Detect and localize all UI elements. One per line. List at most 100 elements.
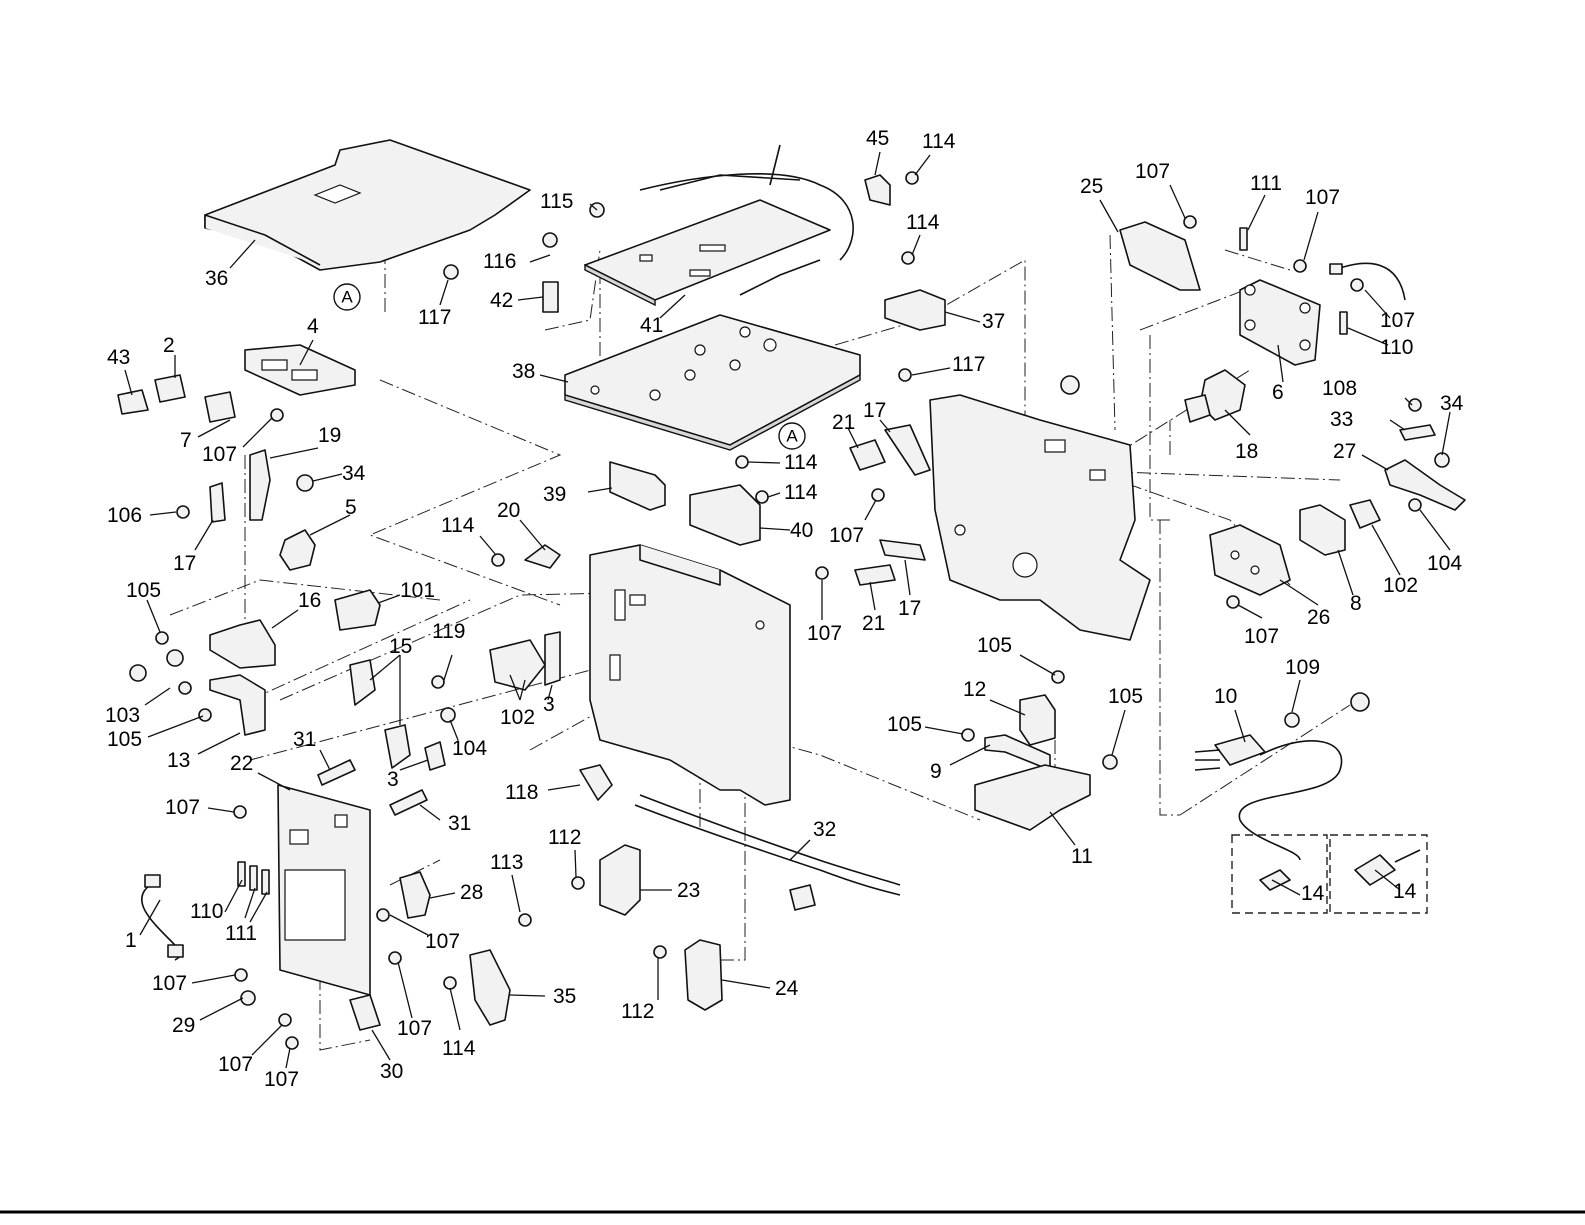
callout-label: 17 xyxy=(173,552,196,575)
side-frame-main xyxy=(929,394,1151,641)
callout-label: 117 xyxy=(952,353,985,376)
callout-label: 45 xyxy=(866,127,889,150)
callout-label: 19 xyxy=(318,424,341,447)
callout-label: 43 xyxy=(107,346,130,369)
switch-101 xyxy=(334,589,381,631)
callout-label: 28 xyxy=(460,881,483,904)
reference-mark-label: A xyxy=(341,288,353,307)
callout-label: 5 xyxy=(345,496,357,519)
sensor-plate-17-lower xyxy=(879,539,926,561)
callout-label: 114 xyxy=(441,514,475,537)
callout-label: 4 xyxy=(307,315,319,338)
callout-label: 104 xyxy=(452,737,487,760)
callout-label: 107 xyxy=(1380,309,1415,332)
callout-label: 17 xyxy=(863,399,886,422)
lever-20 xyxy=(524,544,561,569)
callout-label: 107 xyxy=(829,524,864,547)
callout-label: 30 xyxy=(380,1060,403,1083)
spacer-31-lower xyxy=(389,789,428,816)
callout-label: 105 xyxy=(977,634,1012,657)
callout-label: 13 xyxy=(167,749,190,772)
callout-label: 105 xyxy=(1108,685,1143,708)
callout-label: 108 xyxy=(1322,377,1357,400)
switch-2 xyxy=(154,374,186,403)
callout-label: 9 xyxy=(930,760,942,783)
callout-label: 112 xyxy=(548,826,581,849)
callout-label: 31 xyxy=(293,728,316,751)
plug-variant-boxes xyxy=(1231,834,1428,914)
callout-label: 112 xyxy=(621,1000,654,1023)
callout-label: 17 xyxy=(898,597,921,620)
link-3-lower xyxy=(424,741,446,771)
cover-43 xyxy=(117,389,149,415)
callout-label: 18 xyxy=(1235,440,1258,463)
callout-label: 21 xyxy=(832,411,855,434)
bracket-30 xyxy=(349,994,381,1031)
callout-label: 2 xyxy=(163,334,175,357)
callout-label: 24 xyxy=(775,977,799,1000)
callout-label: 102 xyxy=(1383,574,1418,597)
callout-label: 8 xyxy=(1350,592,1362,615)
callout-label: 111 xyxy=(225,922,257,945)
callout-label: 31 xyxy=(448,812,471,835)
bracket-39 xyxy=(609,461,666,511)
callout-label: 3 xyxy=(387,768,399,791)
callout-label: 107 xyxy=(425,930,460,953)
callout-labels: 45 114 115 116 42 41 36 117 114 37 117 3… xyxy=(105,127,1464,1091)
callout-label: 107 xyxy=(218,1053,253,1076)
callout-label: 39 xyxy=(543,483,566,506)
callout-label: 14 xyxy=(1393,880,1417,903)
cable-32 xyxy=(634,804,901,896)
callout-label: 103 xyxy=(105,704,140,727)
bracket-24 xyxy=(684,939,723,1011)
link-3-upper xyxy=(544,631,561,686)
callout-label: 101 xyxy=(400,579,435,602)
callout-label: 105 xyxy=(887,713,922,736)
reference-mark-a-upper: A xyxy=(333,283,361,311)
callout-label: 102 xyxy=(500,706,535,729)
bracket-35 xyxy=(469,949,511,1026)
fasteners xyxy=(129,171,1450,1050)
sensor-21-lower xyxy=(854,564,896,586)
callout-label: 12 xyxy=(963,678,986,701)
plate-25 xyxy=(1119,221,1201,291)
callout-label: 113 xyxy=(490,851,523,874)
leader-lines xyxy=(124,151,1451,1069)
callout-label: 33 xyxy=(1330,408,1353,431)
actuator-15-upper xyxy=(349,659,376,706)
linkage-27 xyxy=(1384,459,1466,511)
callout-label: 20 xyxy=(497,499,520,522)
reference-mark-label: A xyxy=(786,427,798,446)
callout-label: 42 xyxy=(490,289,513,312)
callout-label: 11 xyxy=(1071,845,1093,868)
callout-label: 105 xyxy=(107,728,142,751)
callout-label: 27 xyxy=(1333,440,1356,463)
bracket-40 xyxy=(689,484,761,546)
callout-label: 107 xyxy=(152,972,187,995)
bracket-8 xyxy=(1299,504,1346,556)
callout-label: 1 xyxy=(125,929,137,952)
callout-label: 32 xyxy=(813,818,836,841)
bracket-45 xyxy=(864,174,891,206)
callout-label: 107 xyxy=(165,796,200,819)
switch-7 xyxy=(204,391,236,423)
tray-38 xyxy=(564,314,861,446)
callout-label: 118 xyxy=(505,781,538,804)
solenoid-12 xyxy=(1019,694,1056,746)
callout-label: 34 xyxy=(342,462,366,485)
callout-label: 37 xyxy=(982,310,1005,333)
solenoid-102-center xyxy=(489,639,546,691)
callout-label: 110 xyxy=(190,900,223,923)
callout-label: 109 xyxy=(1285,656,1320,679)
callout-label: 29 xyxy=(172,1014,195,1037)
bracket-17-left xyxy=(209,482,226,523)
callout-label: 105 xyxy=(126,579,161,602)
callout-label: 111 xyxy=(1250,172,1282,195)
callout-label: 110 xyxy=(1380,336,1413,359)
callout-label: 116 xyxy=(483,250,516,273)
callout-label: 114 xyxy=(922,130,956,153)
bracket-13 xyxy=(209,674,266,736)
callout-label: 34 xyxy=(1440,392,1464,415)
callout-label: 10 xyxy=(1214,685,1237,708)
bracket-16 xyxy=(209,619,276,669)
